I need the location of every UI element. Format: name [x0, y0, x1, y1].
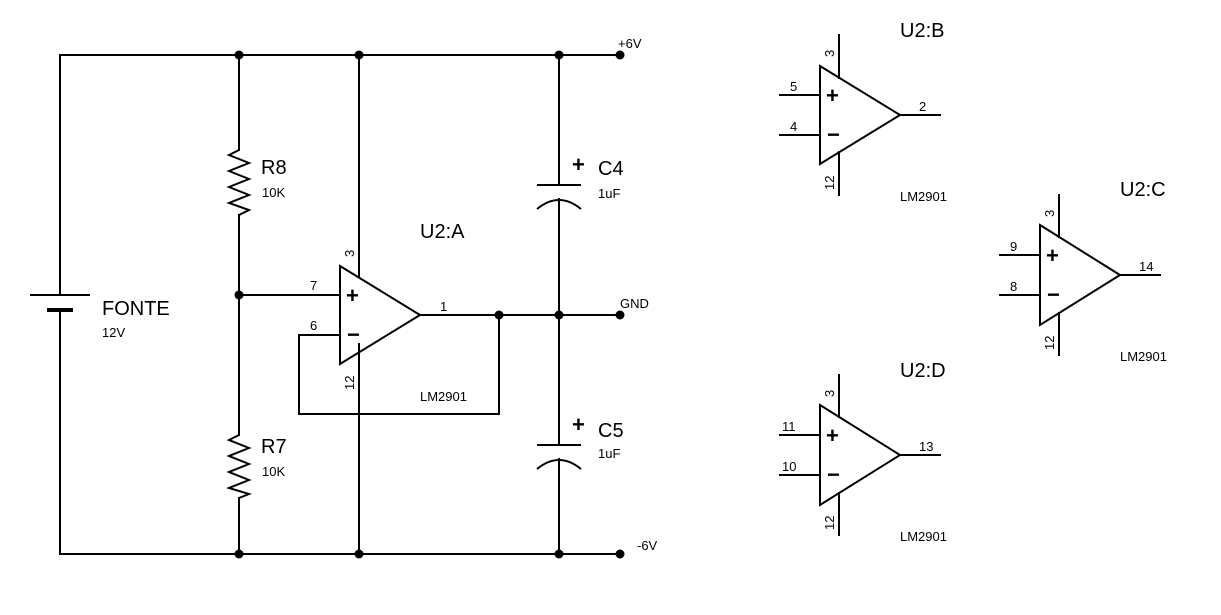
pin-out-number: 1 — [440, 299, 447, 314]
opamp-minus-sign: − — [347, 322, 360, 347]
opamp-part: LM2901 — [900, 529, 947, 544]
resistor-value: 10K — [262, 185, 285, 200]
opamp-part: LM2901 — [900, 189, 947, 204]
resistor-r7: R7 10K — [225, 434, 287, 499]
pin-vcc-number: 3 — [342, 250, 357, 257]
pin-vcc-number: 3 — [1042, 210, 1057, 217]
capacitor-c4: + C4 1uF — [536, 152, 624, 210]
opamp-pin-lines — [779, 34, 941, 196]
capacitor-polarity-plus: + — [572, 152, 585, 177]
pin-out-number: 13 — [919, 439, 933, 454]
opamp-name: U2:B — [900, 20, 944, 42]
opamp-plus-sign: + — [346, 283, 359, 308]
pin-gnd-number: 12 — [822, 516, 837, 530]
resistor-r8: R8 10K — [226, 149, 287, 216]
capacitor-name: C5 — [598, 420, 624, 442]
pin-minus-number: 10 — [782, 459, 796, 474]
wires — [59, 54, 621, 555]
opamp-pin-lines — [999, 194, 1161, 356]
opamp-minus-sign: − — [827, 462, 840, 487]
pin-plus-number: 5 — [790, 79, 797, 94]
junction-dot — [354, 50, 364, 60]
opamp-u2c: + − U2:C LM2901 9 8 14 3 12 — [999, 179, 1167, 364]
opamp-u2b: + − U2:B LM2901 5 4 2 3 12 — [779, 20, 947, 204]
opamp-u2a: + − U2:A LM2901 7 6 1 3 12 — [310, 221, 467, 404]
opamp-u2d: + − U2:D LM2901 11 10 13 3 12 — [779, 360, 947, 544]
pin-gnd-number: 12 — [822, 176, 837, 190]
ground-label: GND — [620, 296, 649, 311]
opamp-name: U2:D — [900, 360, 946, 382]
junction-dot — [554, 549, 564, 559]
pin-plus-number: 7 — [310, 278, 317, 293]
opamp-triangle — [339, 264, 422, 366]
pin-vcc-number: 3 — [822, 50, 837, 57]
junction-dot — [234, 290, 244, 300]
opamp-triangle — [819, 403, 902, 507]
junction-dot — [234, 549, 244, 559]
pin-out-number: 14 — [1139, 259, 1153, 274]
battery-name: FONTE — [102, 298, 170, 320]
terminal-dot-ground — [615, 310, 625, 320]
terminal-dot-positive — [615, 50, 625, 60]
resistor-name: R8 — [261, 157, 287, 179]
pin-minus-number: 4 — [790, 119, 797, 134]
opamp-pin-lines — [779, 374, 941, 536]
junction-dot — [554, 50, 564, 60]
capacitor-value: 1uF — [598, 446, 620, 461]
pin-minus-number: 6 — [310, 318, 317, 333]
resistor-zigzag — [225, 434, 253, 499]
capacitor-curved-plate — [536, 459, 582, 470]
opamp-triangle — [1039, 223, 1122, 327]
negative-rail-label: -6V — [637, 538, 658, 553]
resistor-value: 10K — [262, 464, 285, 479]
junction-dot — [354, 549, 364, 559]
capacitor-name: C4 — [598, 158, 624, 180]
opamp-minus-sign: − — [827, 122, 840, 147]
feedback-loop-wire — [298, 314, 500, 415]
opamp-name: U2:A — [420, 221, 465, 243]
opamp-name: U2:C — [1120, 179, 1166, 201]
capacitor-c5: + C5 1uF — [536, 412, 624, 470]
resistor-name: R7 — [261, 436, 287, 458]
opamp-plus-sign: + — [1046, 243, 1059, 268]
pin-gnd-number: 12 — [1042, 336, 1057, 350]
junctions — [234, 50, 625, 559]
pin-plus-number: 11 — [782, 419, 796, 434]
junction-dot — [494, 310, 504, 320]
opamp-plus-sign: + — [826, 83, 839, 108]
capacitor-polarity-plus: + — [572, 412, 585, 437]
terminal-dot-negative — [615, 549, 625, 559]
resistor-zigzag — [226, 149, 252, 216]
opamp-part: LM2901 — [1120, 349, 1167, 364]
pin-out-number: 2 — [919, 99, 926, 114]
capacitor-value: 1uF — [598, 186, 620, 201]
pin-plus-number: 9 — [1010, 239, 1017, 254]
pin-minus-number: 8 — [1010, 279, 1017, 294]
battery-value: 12V — [102, 325, 125, 340]
pin-gnd-number: 12 — [342, 376, 357, 390]
opamp-plus-sign: + — [826, 423, 839, 448]
pin-vcc-number: 3 — [822, 390, 837, 397]
opamp-triangle — [819, 64, 902, 166]
positive-rail-label: +6V — [618, 36, 642, 51]
opamp-part: LM2901 — [420, 389, 467, 404]
opamp-minus-sign: − — [1047, 282, 1060, 307]
junction-dot — [234, 50, 244, 60]
capacitor-curved-plate — [536, 199, 582, 210]
battery-fonte: FONTE 12V — [30, 294, 170, 340]
junction-dot — [554, 310, 564, 320]
